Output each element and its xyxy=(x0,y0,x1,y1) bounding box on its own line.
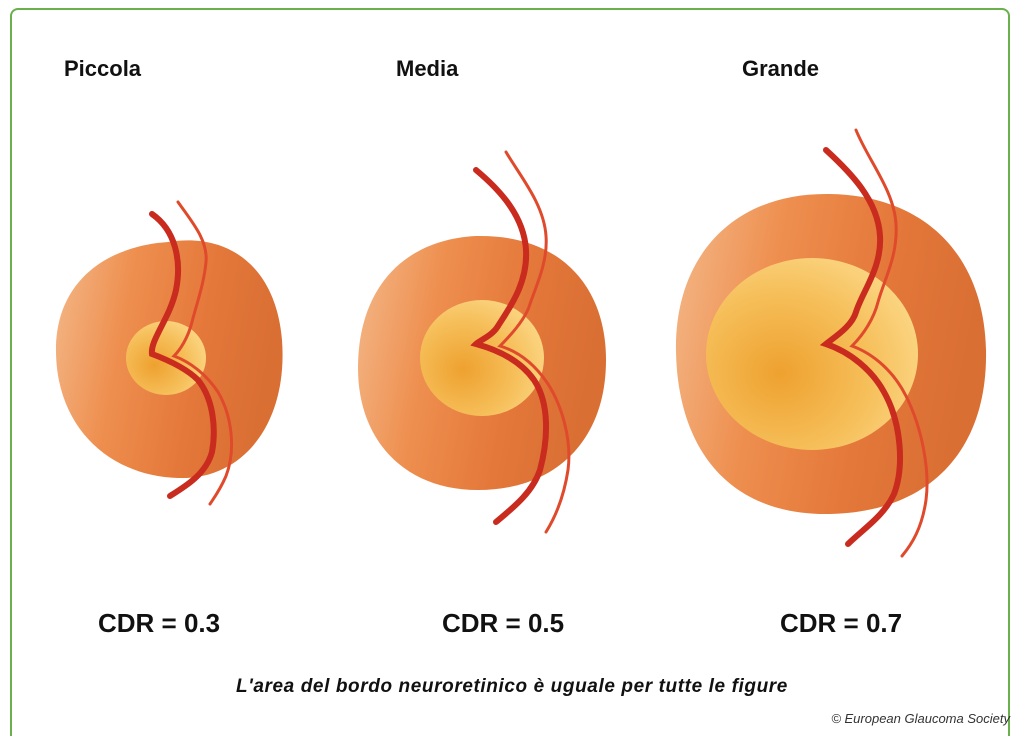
cdr-label-small: CDR = 0.3 xyxy=(98,608,220,639)
cdr-label-large: CDR = 0.7 xyxy=(780,608,902,639)
disc-medium xyxy=(358,152,606,532)
cup-large xyxy=(706,258,918,450)
figure-caption: L'area del bordo neuroretinico è uguale … xyxy=(0,676,1024,698)
disc-label-medium: Media xyxy=(396,56,458,82)
cdr-label-medium: CDR = 0.5 xyxy=(442,608,564,639)
disc-label-large: Grande xyxy=(742,56,819,82)
disc-small xyxy=(56,202,283,504)
disc-label-small: Piccola xyxy=(64,56,141,82)
disc-large xyxy=(676,130,986,556)
copyright-notice: © European Glaucoma Society xyxy=(831,711,1010,726)
